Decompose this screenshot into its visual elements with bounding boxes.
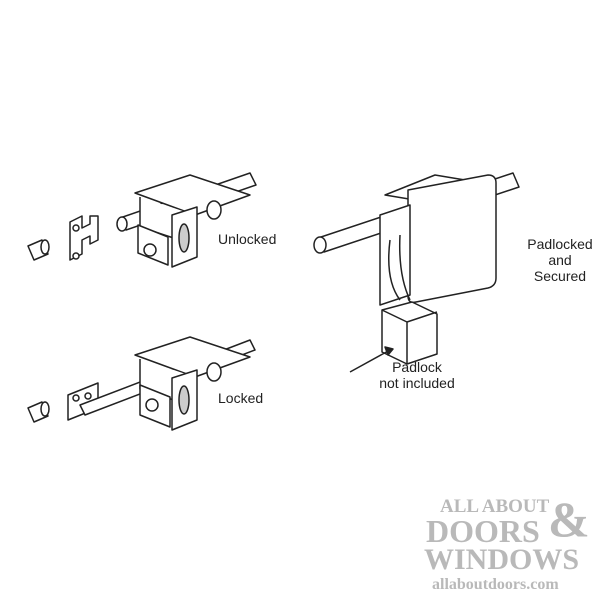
logo-ampersand: & (548, 491, 590, 547)
logo-line: DOORS (426, 513, 540, 549)
unlocked-latch-drawing (27, 172, 257, 268)
label-line: not included (379, 375, 455, 391)
flap (407, 174, 497, 304)
label-line: Padlocked (527, 236, 593, 252)
callout-arrow (349, 349, 391, 373)
label-unlocked: Unlocked (218, 231, 277, 247)
plate (134, 174, 251, 216)
label-line: Secured (533, 268, 587, 284)
label-padlock-note: Padlock not included (362, 359, 472, 391)
logo-line: ALL ABOUT (440, 496, 550, 517)
label-line: Padlock (392, 359, 442, 375)
logo-line: WINDOWS (424, 543, 580, 576)
logo-url: allaboutdoors.com (432, 576, 559, 593)
label-locked: Locked (218, 390, 264, 406)
locked-latch-drawing (27, 336, 256, 431)
label-line: and (548, 252, 572, 268)
padlock (381, 301, 438, 365)
padlocked-latch-drawing (313, 172, 520, 365)
label-padlocked: Padlocked and Secured (520, 236, 600, 284)
